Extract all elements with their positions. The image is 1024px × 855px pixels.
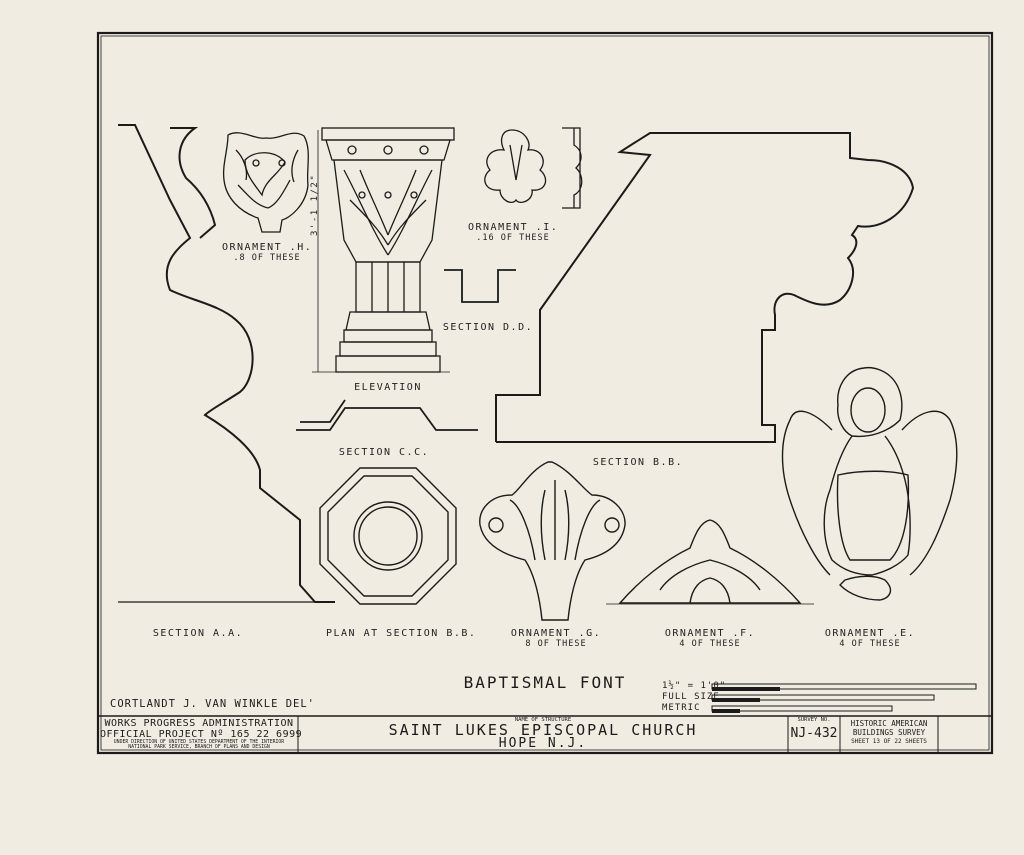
elevation-label: ELEVATION bbox=[354, 382, 422, 393]
delineator: CORTLANDT J. VAN WINKLE DEL' bbox=[110, 698, 316, 710]
inner-border bbox=[100, 35, 990, 751]
scale-bars bbox=[711, 683, 977, 713]
outer-border bbox=[96, 31, 994, 755]
ornament-g-count: 8 OF THESE bbox=[525, 639, 587, 649]
ornament-e-title: ORNAMENT .E. bbox=[824, 628, 916, 639]
section-aa-profile bbox=[118, 124, 335, 603]
agency-block: WORKS PROGRESS ADMINISTRATION OFFICIAL P… bbox=[100, 718, 303, 750]
section-aa-label: SECTION A.A. bbox=[152, 628, 244, 639]
ornament-i-label: ORNAMENT .I. .16 OF THESE bbox=[468, 222, 558, 243]
ornament-i-title: ORNAMENT .I. bbox=[468, 222, 559, 233]
section-bb-label: SECTION B.B. bbox=[592, 457, 684, 468]
survey-caption: SURVEY NO. bbox=[797, 717, 831, 723]
ornament-e-count: 4 OF THESE bbox=[839, 639, 901, 649]
section-dd-drawing bbox=[444, 269, 516, 303]
structure-block: NAME OF STRUCTURE SAINT LUKES EPISCOPAL … bbox=[298, 717, 788, 750]
ornament-f-count: 4 OF THESE bbox=[679, 639, 741, 649]
plan-label: PLAN AT SECTION B.B. bbox=[326, 628, 477, 639]
ornament-g-title: ORNAMENT .G. bbox=[510, 628, 602, 639]
structure-location: HOPE N.J. bbox=[498, 736, 588, 751]
section-dd-label: SECTION D.D. bbox=[442, 322, 534, 333]
habs-line-1: HISTORIC AMERICAN bbox=[850, 719, 928, 728]
ornament-h-drawing bbox=[222, 132, 309, 233]
drawing-title: BAPTISMAL FONT bbox=[463, 673, 627, 692]
ornament-g-drawing bbox=[479, 461, 626, 621]
section-cc-label: SECTION C.C. bbox=[338, 447, 430, 458]
elevation-drawing bbox=[312, 127, 455, 373]
ornament-f-label: ORNAMENT .F. 4 OF THESE bbox=[662, 628, 758, 649]
section-cc-drawing bbox=[296, 399, 478, 431]
sheet-info: SHEET 13 OF 22 SHEETS bbox=[851, 738, 927, 745]
scale-label-2: FULL SIZE bbox=[662, 692, 720, 702]
survey-number: NJ-432 bbox=[790, 726, 838, 741]
ornament-f-title: ORNAMENT .F. bbox=[664, 628, 756, 639]
habs-line-2: BUILDINGS SURVEY bbox=[852, 728, 926, 737]
ornament-h-label: ORNAMENT .H. .8 OF THESE bbox=[222, 242, 312, 263]
structure-name: SAINT LUKES EPISCOPAL CHURCH bbox=[388, 721, 698, 739]
agency-line-3: UNDER DIRECTION OF UNITED STATES DEPARTM… bbox=[113, 740, 285, 745]
structure-caption: NAME OF STRUCTURE bbox=[514, 717, 572, 723]
agency-line-1: WORKS PROGRESS ADMINISTRATION bbox=[104, 718, 294, 729]
ornament-h-count: .8 OF THESE bbox=[233, 253, 301, 263]
ornament-e-drawing bbox=[781, 366, 958, 601]
scale-label-3: METRIC bbox=[662, 703, 701, 713]
section-bb-profile bbox=[495, 132, 915, 443]
ornament-g-label: ORNAMENT .G. 8 OF THESE bbox=[508, 628, 604, 649]
ornament-e-label: ORNAMENT .E. 4 OF THESE bbox=[822, 628, 918, 649]
habs-block: HISTORIC AMERICAN BUILDINGS SURVEY SHEET… bbox=[840, 719, 938, 745]
agency-line-4: NATIONAL PARK SERVICE, BRANCH OF PLANS A… bbox=[128, 745, 270, 750]
ornament-h-title: ORNAMENT .H. bbox=[222, 242, 313, 253]
ornament-i-count: .16 OF THESE bbox=[476, 233, 550, 243]
height-dimension: 3'-1 1/2" bbox=[310, 173, 320, 236]
plan-drawing bbox=[319, 467, 457, 605]
agency-line-2: OFFICIAL PROJECT Nº 165 22 6999 bbox=[100, 729, 303, 740]
ornament-i-drawing bbox=[484, 127, 583, 209]
ornament-f-drawing bbox=[606, 519, 814, 605]
scale-label-1: 1½" = 1'0" bbox=[662, 681, 727, 691]
survey-block: SURVEY NO. NJ-432 bbox=[788, 717, 840, 741]
